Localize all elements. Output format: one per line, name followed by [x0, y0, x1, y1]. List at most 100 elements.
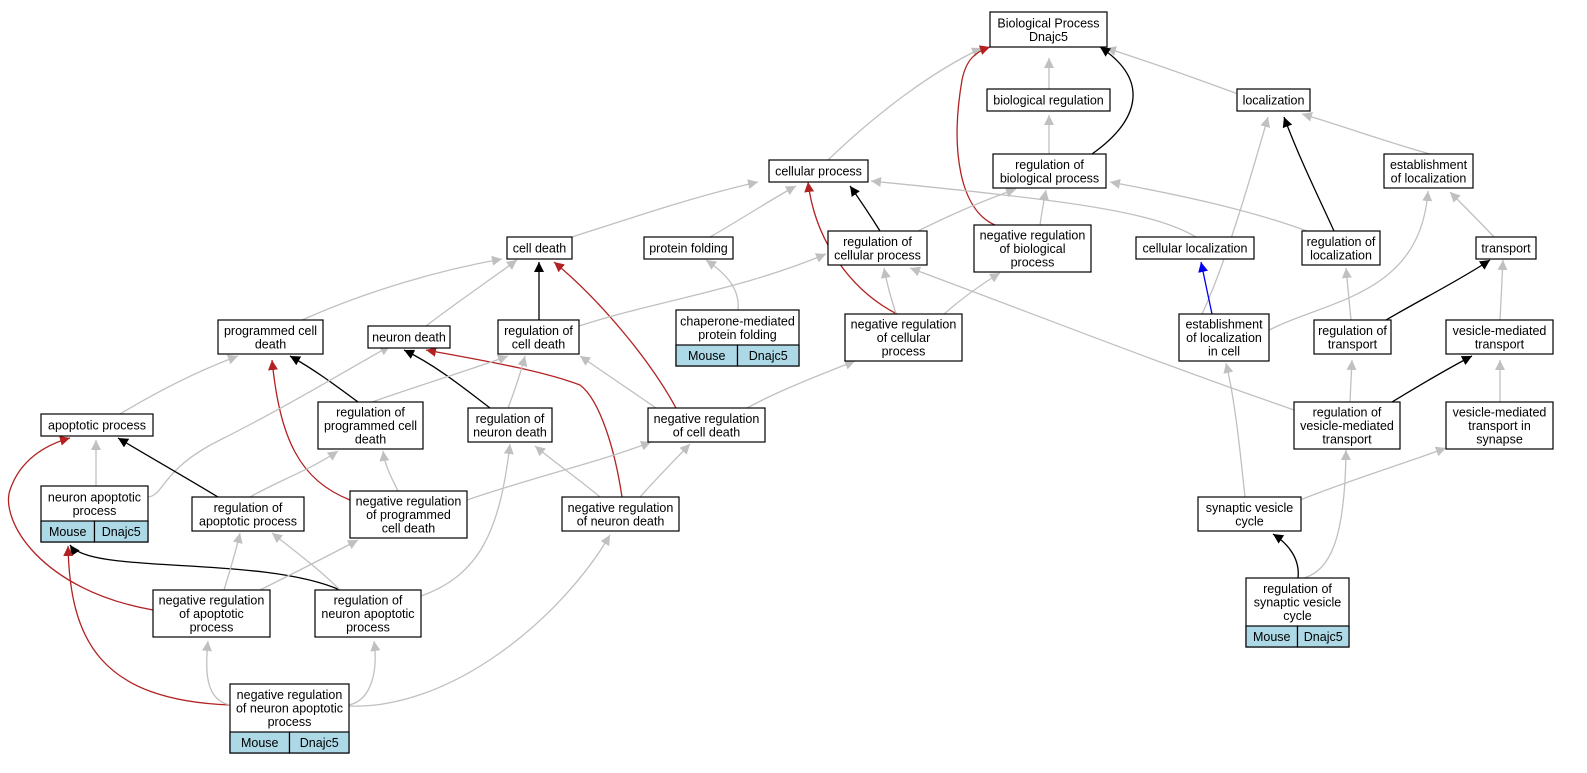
- node-box: [1445, 401, 1554, 450]
- edge-regcell-regbio: [917, 187, 1017, 232]
- annotation-species: Mouse: [49, 525, 87, 539]
- node-label-line: in cell: [1208, 345, 1240, 359]
- annotation-gene: Dnajc5: [300, 736, 339, 750]
- node-label-line: cellular process: [775, 165, 862, 179]
- edge-vesmedtransport-transport: [1497, 259, 1508, 321]
- edge-regvesmed-regtransport: [1346, 359, 1357, 403]
- node-label-line: synaptic vesicle: [1206, 501, 1294, 515]
- edge-regapop-regprogdeath: [249, 450, 339, 498]
- node-label-line: negative regulation: [356, 495, 462, 509]
- node-label-line: cell death: [513, 242, 567, 256]
- node-label-line: process: [190, 621, 234, 635]
- node-label-line: neuron death: [372, 331, 446, 345]
- edge-celldeath-cellproc: [571, 179, 759, 238]
- node-bioreg[interactable]: biological regulation: [986, 88, 1111, 112]
- edge-negregneurondeath-neurondeath: [425, 346, 623, 498]
- edge-regneuronapop-neuronapop: [69, 544, 341, 591]
- edge-negregbio-regbio: [1039, 189, 1049, 226]
- node-apoptotic[interactable]: apoptotic process: [40, 413, 154, 437]
- edge-regsynves-synvescycle: [1272, 533, 1299, 579]
- node-label-line: transport: [1481, 242, 1531, 256]
- node-label-line: process: [268, 715, 312, 729]
- node-protfold[interactable]: protein folding: [643, 236, 734, 260]
- node-label-line: cycle: [1283, 609, 1312, 623]
- edge-regneurondeath-regcelldeath: [507, 355, 528, 409]
- node-box: [1293, 401, 1401, 450]
- node-box: [1383, 153, 1474, 189]
- edge-regcell-cellproc: [849, 185, 881, 232]
- edge-regcelldeath-regcell: [578, 253, 827, 327]
- node-celldeath[interactable]: cell death: [506, 236, 573, 260]
- node-label-line: regulation of: [476, 412, 545, 426]
- edge-regvesmed-vesmedtransport: [1391, 355, 1473, 403]
- node-label-line: neuron apoptotic: [321, 607, 414, 621]
- node-label-line: transport: [1475, 337, 1525, 351]
- node-box: [217, 319, 324, 355]
- node-transport[interactable]: transport: [1475, 236, 1537, 260]
- edge-negregneuronapop-regneuronapop: [348, 640, 381, 706]
- edge-negregneurondeath-negregcelldeath: [639, 443, 691, 498]
- node-label-line: synapse: [1476, 433, 1523, 447]
- edge-regneuronapop-regneurondeath: [420, 443, 514, 597]
- node-label-line: regulation of: [336, 406, 405, 420]
- node-label-line: of neuron death: [577, 514, 665, 528]
- edge-negregcell-regcell: [880, 267, 897, 315]
- node-label-line: protein folding: [649, 242, 728, 256]
- node-neurondeath[interactable]: neuron death: [367, 325, 451, 349]
- node-label-line: biological process: [1000, 171, 1099, 185]
- edge-chaperone-protfold: [705, 259, 739, 311]
- edge-regvesmed-regcell: [909, 266, 1295, 411]
- node-cellloc[interactable]: cellular localization: [1135, 236, 1255, 260]
- annotation-cell: [1296, 625, 1350, 648]
- node-box: [827, 230, 928, 266]
- edge-regapop-apoptotic: [117, 437, 219, 498]
- edge-neuronapop-neurondeath: [147, 345, 391, 498]
- node-label-line: regulation of: [1263, 582, 1332, 596]
- node-box: [1475, 236, 1537, 260]
- edge-negregcelldeath-regcelldeath: [579, 355, 657, 409]
- node-label-line: regulation of: [843, 235, 912, 249]
- node-label-line: negative regulation: [159, 594, 265, 608]
- edge-localization-root: [1105, 46, 1239, 95]
- edge-progdeath-celldeath: [301, 255, 503, 321]
- node-box: [367, 325, 451, 349]
- node-box: [152, 589, 271, 638]
- edge-regloc-regbio: [1109, 178, 1308, 232]
- edge-regneuronapop-regapop: [271, 532, 341, 591]
- annotation-species: Mouse: [241, 736, 279, 750]
- node-localization[interactable]: localization: [1236, 88, 1311, 112]
- node-cellproc[interactable]: cellular process: [768, 159, 869, 183]
- node-label-line: programmed cell: [324, 419, 417, 433]
- node-box: [986, 88, 1111, 112]
- node-label-line: regulation of: [1307, 235, 1376, 249]
- edge-synvescycle-estlocincell: [1223, 362, 1246, 498]
- annotation-gene: Dnajc5: [1304, 630, 1343, 644]
